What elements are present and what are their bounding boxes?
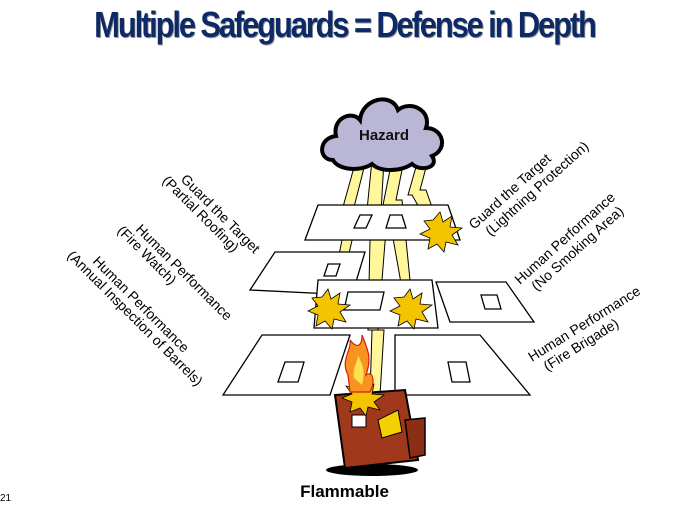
plate-annual-inspection bbox=[221, 334, 351, 396]
safeguard-label-annual-inspection: Human Performance (Annual Inspection of … bbox=[64, 247, 206, 389]
burst-top-right-icon bbox=[419, 211, 464, 253]
burning-barrel-icon bbox=[326, 334, 426, 476]
slide-number: 21 bbox=[0, 493, 12, 504]
safeguard-plates bbox=[221, 204, 536, 396]
hazard-cloud-icon: Hazard bbox=[320, 97, 444, 172]
impact-bursts bbox=[307, 211, 464, 330]
plate-lightning-protection bbox=[304, 204, 461, 241]
burst-right-icon bbox=[389, 288, 434, 330]
hazard-label: Hazard bbox=[359, 127, 409, 144]
burst-left-icon bbox=[307, 288, 352, 330]
target-label: Flammable bbox=[300, 482, 389, 501]
plate-no-smoking bbox=[435, 281, 536, 323]
safeguard-label-fire-brigade: Human Performance (Fire Brigade) bbox=[525, 282, 643, 373]
svg-text:Human Performance: Human Performance bbox=[525, 282, 643, 364]
page-title: Multiple Safeguards = Defense in Depth bbox=[94, 4, 597, 45]
plate-fire-brigade bbox=[394, 334, 532, 396]
